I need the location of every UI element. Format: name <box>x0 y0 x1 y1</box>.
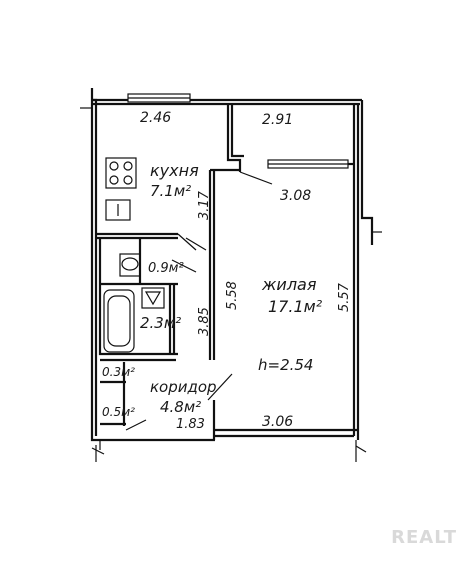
kitchen-label: кухня <box>150 161 199 180</box>
living-area: 17.1м² <box>268 297 323 316</box>
corridor-closets <box>100 358 233 431</box>
bath-area: 2.3м² <box>140 314 181 332</box>
kitchen-area: 7.1м² <box>150 182 191 200</box>
dim-living-depth: 5.58 <box>225 281 240 310</box>
kitchen-window <box>127 93 191 103</box>
closet-b-area: 0.5м² <box>102 405 135 419</box>
watermark: REALT <box>391 527 457 548</box>
dim-living-right: 5.57 <box>337 282 352 312</box>
dimension-ticks <box>91 440 367 455</box>
corridor-area: 4.8м² <box>160 398 201 416</box>
closet-a-area: 0.3м² <box>102 365 135 379</box>
dim-kitchen-top: 2.46 <box>140 110 171 126</box>
corridor-label: коридор <box>150 378 217 396</box>
ceiling-height: h=2.54 <box>258 356 313 374</box>
wc-area: 0.9м² <box>148 261 184 276</box>
bathroom-block <box>96 232 207 356</box>
dim-kitchen-depth: 3.17 <box>197 190 212 220</box>
dim-balcony-top: 2.91 <box>262 112 293 128</box>
dim-corridor-width: 1.83 <box>176 417 205 432</box>
dim-living-bottom: 3.06 <box>262 414 293 430</box>
kitchen-fixtures <box>105 157 137 221</box>
living-label: жилая <box>261 275 317 294</box>
dim-living-window: 3.08 <box>280 188 311 204</box>
balcony <box>226 104 354 172</box>
dim-bath-depth: 3.85 <box>197 307 212 336</box>
partition-kitchen-living <box>208 168 273 440</box>
